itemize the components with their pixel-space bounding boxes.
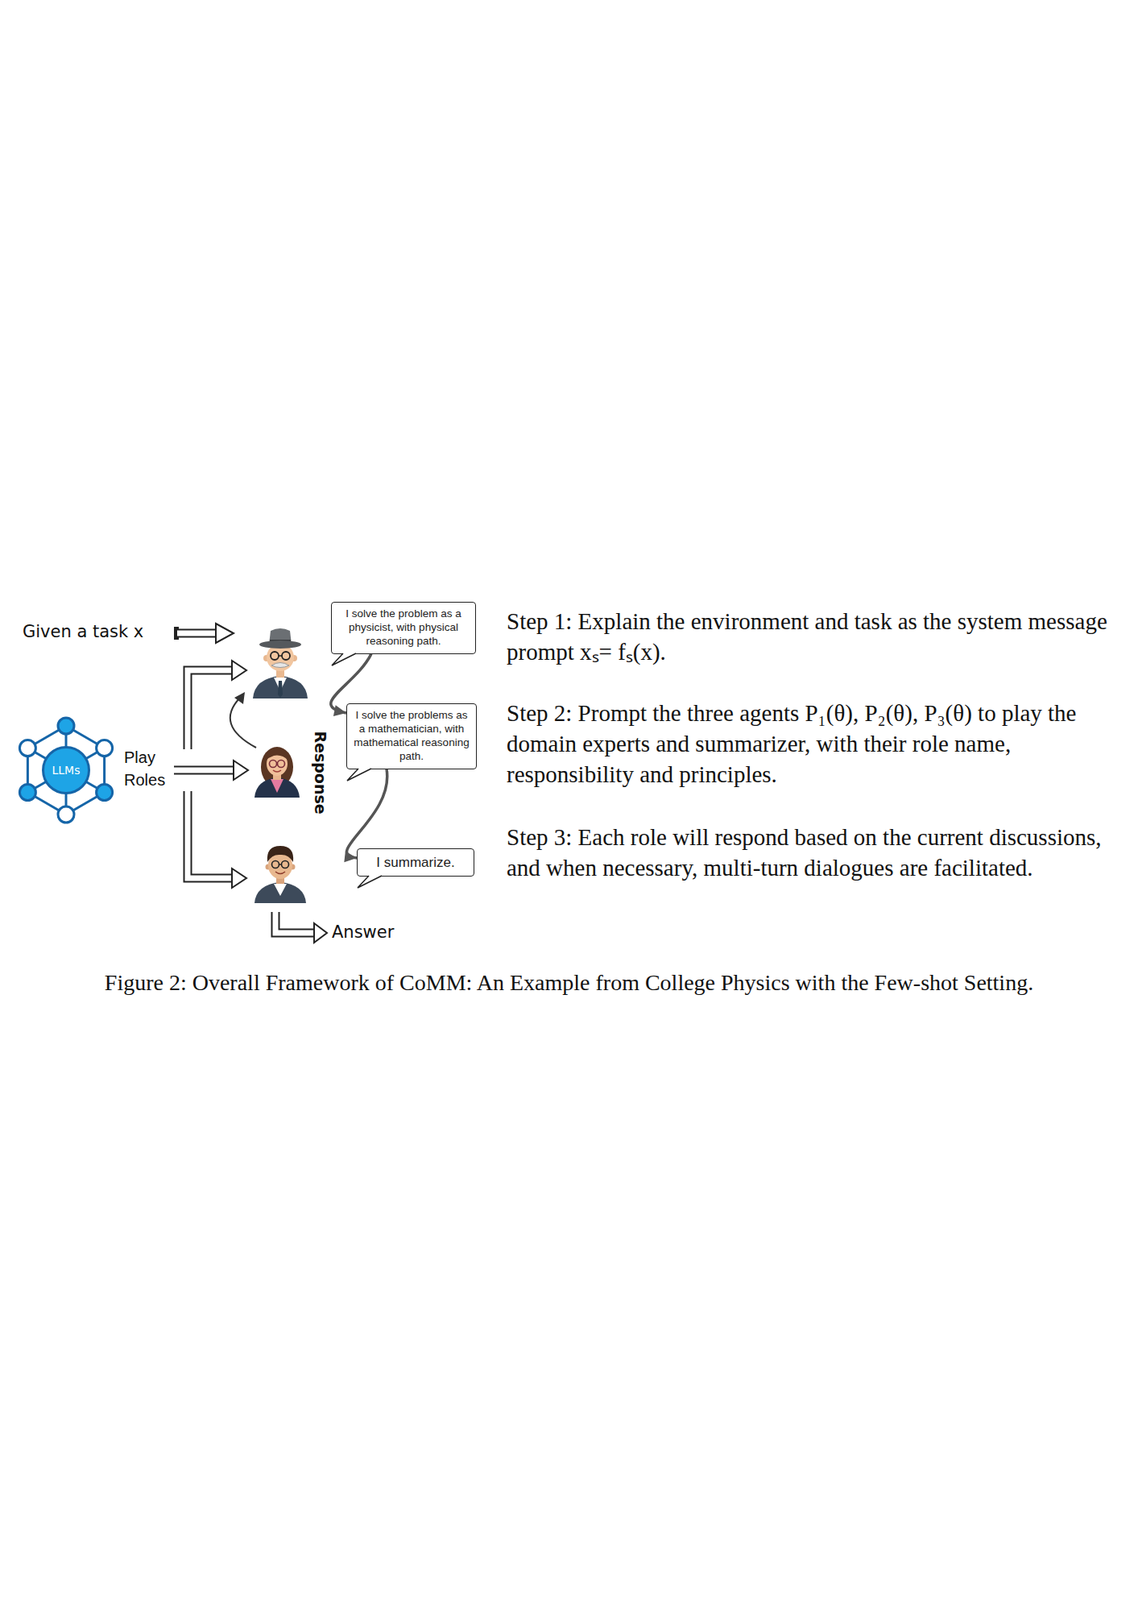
feedback-arrow [230,691,257,748]
mathematician-avatar [254,777,300,798]
mathematician-avatar [273,769,282,772]
mathematician-avatar [254,746,300,798]
bubble-text: I summarize. [364,853,468,871]
summarizer-avatar [267,845,294,862]
feedback-arrow [234,691,245,704]
summarizer-avatar [281,860,290,869]
physicist-avatar [252,628,308,699]
llm-network-icon [57,806,75,823]
role-label: Play Roles [124,745,171,791]
bubble-tail [351,768,377,782]
physicist-avatar [278,654,282,657]
mathematician-avatar [265,749,289,761]
physicist-avatar [271,662,290,668]
bubble-text: I solve the problem as a physicist, with… [338,607,469,649]
bubble-tail [369,873,381,877]
llm-network-icon [19,784,36,801]
answer-arrow [275,911,315,933]
summarizer-avatar [279,863,282,865]
response-label: Response [310,730,329,814]
physicist-avatar [270,651,279,660]
summarizer-avatar [275,871,286,874]
mathematician-avatar [270,778,284,793]
mathematician-avatar [269,760,278,768]
play-roles-arrows [187,790,234,878]
response-connector [347,769,388,859]
physicist-avatar [259,640,302,649]
play-roles-arrows [231,868,247,888]
play-roles-arrows [172,767,236,774]
arrow-head [343,850,357,862]
feedback-arrow [230,697,257,748]
play-roles-arrows [233,760,249,780]
bubble-tail [347,768,372,781]
speech-bubble: I solve the problem as a physicist, with… [331,601,476,654]
summarizer-avatar [273,883,287,896]
arrow-head [333,704,347,716]
llm-network-icon [57,717,75,734]
mathematician-avatar [277,760,286,768]
bubble-tail [331,653,356,666]
llm-network-icon [96,740,113,757]
llm-network-icon [19,717,112,823]
summarizer-avatar [254,845,307,903]
speech-bubble: I solve the problems as a mathematician,… [346,703,477,770]
summarizer-avatar [272,860,280,869]
bubble-tail [362,875,387,889]
play-roles-arrows [172,660,249,888]
step-text: Step 1: Explain the environment and task… [506,605,1131,667]
summarizer-avatar [254,881,307,903]
bubble-tail [336,653,361,667]
input-label: Given a task x [22,621,144,642]
bubble-tail [357,875,382,888]
llm-hub-circle: LLMs [41,745,91,795]
hollow-arrow [173,623,234,643]
play-roles-arrows [231,660,247,680]
bubble-text: I solve the problems as a mathematician,… [353,708,470,764]
physicist-avatar [281,651,290,660]
bubble-tail [359,766,371,770]
answer-arrow [314,922,327,943]
bubble-tail [343,651,356,654]
physicist-avatar [252,675,308,699]
play-roles-arrows [187,670,236,751]
output-label: Answer [331,922,394,942]
physicist-avatar [277,680,283,698]
hub-label: LLMs [52,763,81,777]
play-roles-arrows [187,670,234,750]
bubble-tail [357,875,382,888]
speech-bubble: I summarize. [356,848,475,877]
hollow-arrow [177,630,220,637]
bubble-tail [347,768,372,781]
step-text: Step 3: Each role will respond based on … [506,821,1131,883]
step-text: Step 2: Prompt the three agents P₁(θ), P… [506,697,1131,790]
llm-network-icon [96,784,113,801]
answer-arrow [275,910,316,933]
play-roles-arrows [187,789,236,878]
answer-arrow [275,910,327,943]
hollow-arrow [215,623,234,643]
bubble-tail [331,653,356,666]
figure-caption: Figure 2: Overall Framework of CoMM: An … [16,969,1122,996]
llm-network-icon [27,725,104,815]
llm-network-icon [19,740,36,757]
